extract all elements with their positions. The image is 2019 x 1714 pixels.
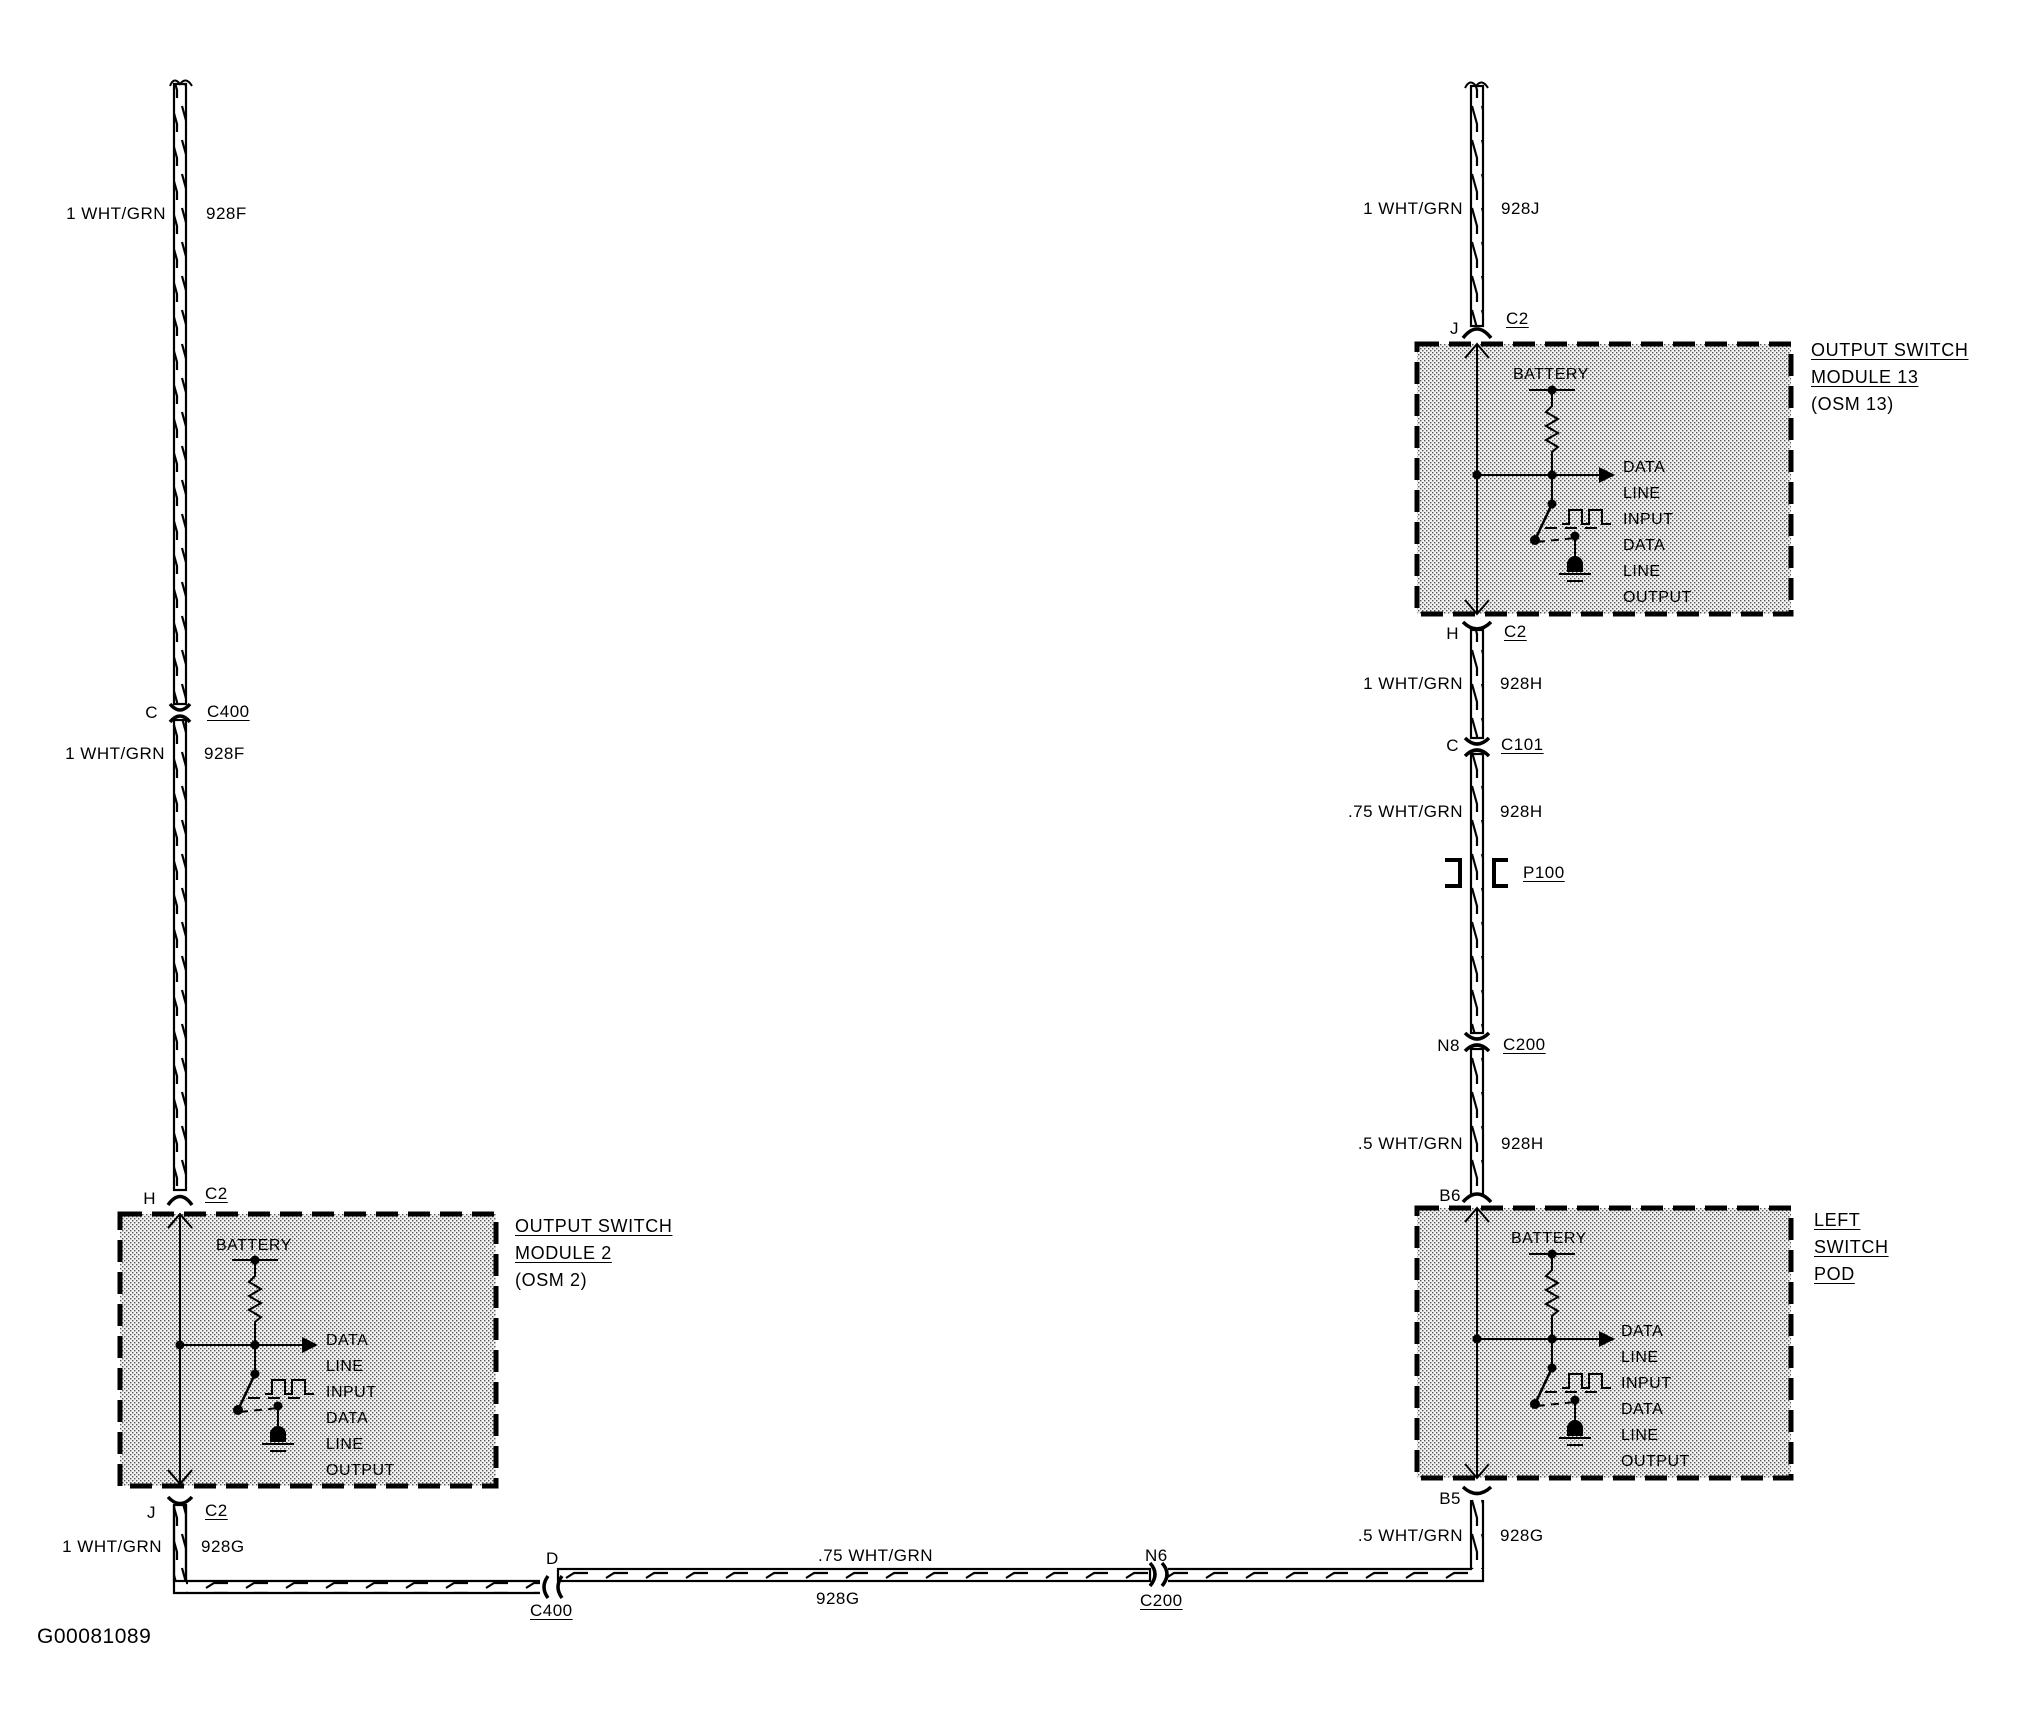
circuit-number: 928G: [201, 1537, 245, 1556]
battery-label: BATTERY: [1511, 1230, 1587, 1247]
connector-name: C2: [205, 1501, 228, 1520]
data-labels: DATA LINE INPUT DATA LINE OUTPUT: [1623, 459, 1692, 606]
wire-gauge-color: .75 WHT/GRN: [1347, 802, 1463, 821]
right-wire: [1445, 81, 1508, 1569]
osm2-box: [117, 1211, 499, 1489]
left-wire: [166, 79, 194, 1583]
connector-pin: B5: [1439, 1489, 1461, 1508]
data-labels: DATA LINE INPUT DATA LINE OUTPUT: [326, 1332, 395, 1479]
connector-pin: J: [1450, 319, 1459, 338]
connector-icon: [1461, 1485, 1493, 1496]
osm13-label: OUTPUT SWITCH MODULE 13 (OSM 13): [1811, 337, 1968, 418]
left-switch-pod-label: LEFT SWITCH POD: [1814, 1207, 1889, 1288]
module-name-line: OUTPUT SWITCH: [1811, 340, 1969, 360]
connector-icon: [1463, 748, 1491, 758]
connector-icon: [1463, 1031, 1491, 1041]
connector-icon: [166, 1495, 194, 1506]
connector-pin: C: [1446, 736, 1459, 755]
osm13-box: [1414, 341, 1794, 617]
circuit-number: 928G: [1500, 1526, 1544, 1545]
connector-name: C2: [1506, 309, 1529, 328]
connector-icon: [168, 714, 192, 724]
wire-gauge-color: 1 WHT/GRN: [65, 744, 165, 763]
battery-label: BATTERY: [216, 1237, 292, 1254]
connector-icon: [1461, 1192, 1493, 1204]
left-switch-pod-box: [1414, 1205, 1794, 1481]
circuit-number: 928J: [1501, 199, 1540, 218]
connector-pin: N8: [1437, 1036, 1460, 1055]
connector-pin: D: [546, 1549, 559, 1568]
connector-name: C101: [1501, 735, 1544, 754]
connector-icon: [1463, 736, 1491, 746]
circuit-number: 928F: [204, 744, 245, 763]
connector-name: C200: [1140, 1591, 1183, 1610]
circuit-number: 928H: [1500, 674, 1543, 693]
connector-pin: C: [145, 703, 158, 722]
connector-name: C2: [205, 1184, 228, 1203]
module-name-line: POD: [1814, 1264, 1855, 1284]
wire-gauge-color: 1 WHT/GRN: [62, 1537, 162, 1556]
module-name-line: SWITCH: [1814, 1237, 1889, 1257]
connector-icon: [1461, 327, 1493, 340]
module-name-line: MODULE 13: [1811, 367, 1919, 387]
connector-name: C200: [1503, 1035, 1546, 1054]
bottom-wire: [172, 1500, 1485, 1600]
connector-pin: J: [147, 1503, 156, 1522]
circuit-number: 928G: [816, 1589, 860, 1608]
splice-name: P100: [1523, 863, 1565, 882]
connector-pin: N6: [1145, 1546, 1168, 1565]
connector-icon: [1160, 1561, 1169, 1588]
module-abbrev: (OSM 13): [1811, 394, 1894, 414]
connector-icon: [1148, 1561, 1157, 1588]
splice-icon: [1492, 858, 1508, 888]
connector-name: C2: [1504, 622, 1527, 641]
connector-pin: H: [143, 1189, 156, 1208]
wire-gauge-color: 1 WHT/GRN: [1363, 674, 1463, 693]
connector-icon: [168, 702, 192, 712]
osm2-label: OUTPUT SWITCH MODULE 2 (OSM 2): [515, 1213, 672, 1294]
data-labels: DATA LINE INPUT DATA LINE OUTPUT: [1621, 1323, 1690, 1470]
wire-gauge-color: 1 WHT/GRN: [66, 204, 166, 223]
connector-icon: [1463, 1043, 1491, 1053]
figure-id: G00081089: [37, 1625, 152, 1648]
connector-name: C400: [530, 1601, 573, 1620]
module-name-line: LEFT: [1814, 1210, 1861, 1230]
wire-gauge-color: 1 WHT/GRN: [1363, 199, 1463, 218]
connector-pin: B6: [1439, 1186, 1461, 1205]
module-name-line: OUTPUT SWITCH: [515, 1216, 673, 1236]
splice-icon: [1445, 858, 1462, 888]
battery-label: BATTERY: [1513, 366, 1589, 383]
connector-name: C400: [207, 702, 250, 721]
connector-icon: [542, 1574, 550, 1600]
module-abbrev: (OSM 2): [515, 1270, 588, 1290]
circuit-number: 928H: [1501, 1134, 1544, 1153]
module-name-line: MODULE 2: [515, 1243, 612, 1263]
wire-gauge-color: .5 WHT/GRN: [1357, 1526, 1463, 1545]
circuit-number: 928F: [206, 204, 247, 223]
wire-gauge-color: .75 WHT/GRN: [818, 1546, 934, 1565]
wire-gauge-color: .5 WHT/GRN: [1357, 1134, 1463, 1153]
connector-icon: [1461, 620, 1493, 631]
connector-icon: [166, 1194, 194, 1207]
connector-pin: H: [1446, 624, 1459, 643]
circuit-number: 928H: [1500, 802, 1543, 821]
